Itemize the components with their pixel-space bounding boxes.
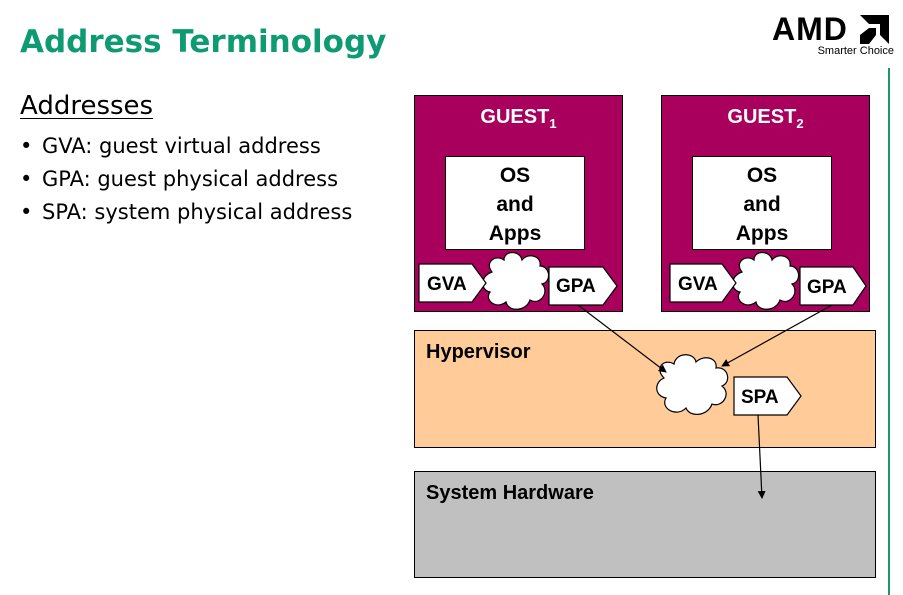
- guest-1-box: GUEST1 OS and Apps: [414, 95, 623, 312]
- bullet-gpa: • GPA: guest physical address: [20, 163, 352, 196]
- os-line: and: [496, 193, 534, 216]
- bullet-text: SPA: system physical address: [42, 200, 353, 224]
- bullet-dot: •: [20, 167, 33, 191]
- amd-arrow-icon: [860, 15, 889, 44]
- logo-wordmark: AMD: [772, 11, 848, 47]
- os-line: and: [743, 193, 781, 216]
- guest-1-label: GUEST1: [480, 106, 557, 131]
- guest-2-box: GUEST2 OS and Apps: [661, 95, 870, 312]
- logo-tagline: Smarter Choice: [817, 45, 894, 57]
- os-line: OS: [746, 164, 778, 187]
- os-line: OS: [499, 164, 531, 187]
- bullet-text: GVA: guest virtual address: [42, 134, 321, 158]
- hypervisor-label: Hypervisor: [426, 341, 531, 363]
- hypervisor-box: Hypervisor: [414, 330, 876, 448]
- bullet-gva: • GVA: guest virtual address: [20, 130, 352, 163]
- bullet-list: • GVA: guest virtual address • GPA: guest …: [20, 130, 352, 229]
- guest-2-subscript: 2: [796, 116, 804, 131]
- slide-title: Address Terminology: [20, 24, 387, 60]
- guest-1-subscript: 1: [549, 116, 557, 131]
- guest-2-os-box: OS and Apps: [692, 156, 832, 250]
- hardware-box: System Hardware: [414, 471, 876, 578]
- amd-logo: AMD Smarter Choice: [772, 12, 894, 60]
- os-line: Apps: [735, 222, 789, 245]
- right-divider: [888, 68, 890, 595]
- guest-2-label: GUEST2: [727, 106, 804, 131]
- guest-1-os-box: OS and Apps: [445, 156, 585, 250]
- os-line: Apps: [488, 222, 542, 245]
- bullet-dot: •: [20, 134, 33, 158]
- bullet-spa: • SPA: system physical address: [20, 196, 352, 229]
- section-heading: Addresses: [20, 91, 154, 121]
- hardware-label: System Hardware: [426, 482, 594, 504]
- bullet-dot: •: [20, 200, 33, 224]
- bullet-text: GPA: guest physical address: [42, 167, 339, 191]
